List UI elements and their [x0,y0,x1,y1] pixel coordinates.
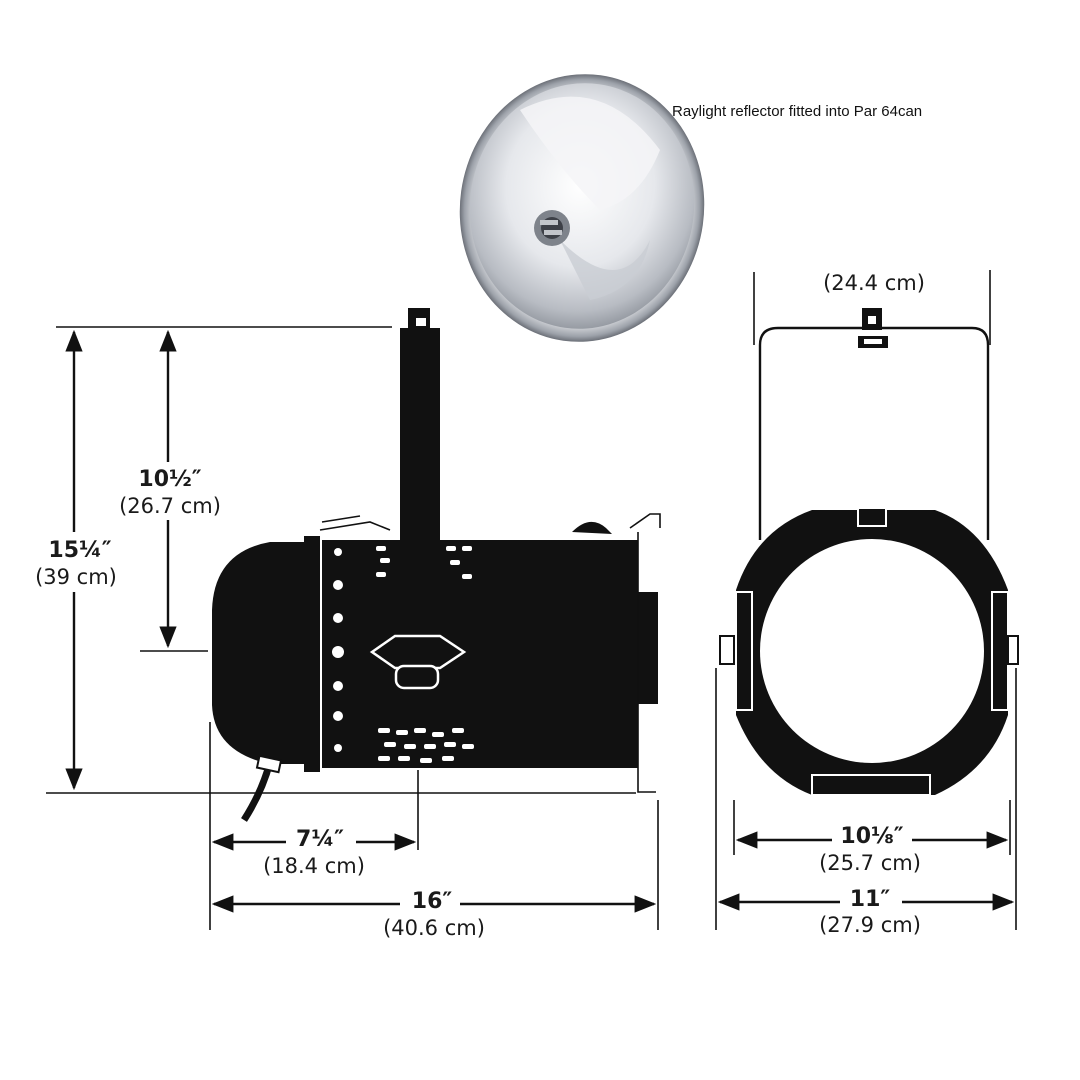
lamp-socket [534,210,570,246]
overall-height-label: 15¼″ [48,538,111,563]
overall-width-label: 11″ [850,887,891,912]
overall-length-metric: (40.6 cm) [383,916,485,940]
overall-width-metric: (27.9 cm) [819,913,921,937]
side-view [212,308,661,822]
front-view [719,308,1019,796]
yoke-width-metric: (24.4 cm) [823,271,925,295]
power-cable [241,754,283,822]
yoke-height-metric: (26.7 cm) [119,494,221,518]
reflector-caption: Raylight reflector fitted into Par 64can [672,103,922,120]
front-diameter-metric: (25.7 cm) [819,851,921,875]
front-yoke [758,308,990,540]
yoke-offset-label: 7¼″ [296,827,344,852]
yoke-height-label: 10½″ [138,467,201,492]
front-diameter-label: 10⅛″ [840,824,903,849]
overall-length-label: 16″ [412,889,453,914]
rear-cap [212,542,304,764]
yoke-knob [369,634,467,690]
gel-frame-holder [572,513,661,793]
reflector-image [459,74,705,342]
overall-height-metric: (39 cm) [35,565,117,589]
dimension-labels: 15¼″ (39 cm) 10½″ (26.7 cm) 7¼″ (18.4 cm… [30,271,925,940]
yoke-offset-metric: (18.4 cm) [263,854,365,878]
vent-holes [332,546,474,763]
front-lens-opening [760,539,984,763]
can-body [320,540,638,768]
